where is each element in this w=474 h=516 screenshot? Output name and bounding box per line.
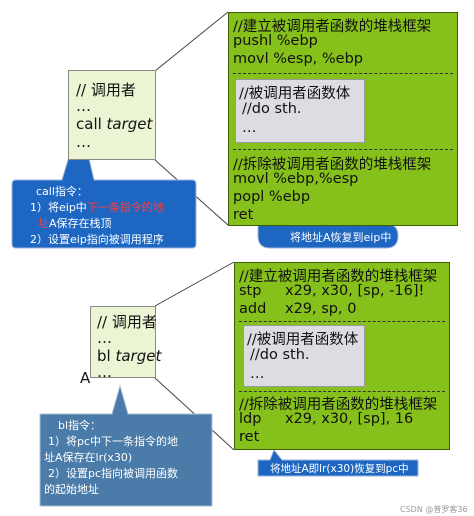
setup-line-stp: stp x29, x30, [sp, -16]! — [239, 283, 424, 299]
bl-target: target — [115, 347, 162, 365]
args: x29, x30, [sp, -16]! — [285, 283, 425, 299]
setup-comment: //建立被调用者函数的堆栈框架 — [233, 19, 432, 35]
ret-note-2: 将地址A即lr(x30)恢复到pc中 — [270, 463, 409, 475]
setup-line-add: add x29, sp, 0 — [239, 301, 356, 317]
caller-box-x86: // 调用者 … call target … — [68, 70, 156, 160]
body-line-do: //do sth. — [250, 347, 310, 363]
teardown-comment: //拆除被调用者函数的堆栈框架 — [239, 397, 438, 413]
op: stp — [239, 283, 262, 299]
callee-box-x86: //建立被调用者函数的堆栈框架 pushl %ebp movl %esp, %e… — [228, 12, 458, 226]
separator — [239, 321, 445, 322]
teardown-line-ret: ret — [239, 429, 260, 445]
callout-item1-prefix: 1）将eip中 — [30, 201, 87, 214]
op: add — [239, 301, 267, 317]
ret-note-shape-2 — [257, 449, 419, 477]
call-mnemonic: call — [76, 115, 107, 133]
teardown-comment: //拆除被调用者函数的堆栈框架 — [233, 157, 432, 173]
call-instruction-callout-shape — [11, 118, 197, 249]
separator — [233, 73, 453, 74]
body-line-ellipsis: … — [250, 366, 265, 382]
setup-line-mov: movl %esp, %ebp — [233, 51, 363, 67]
body-line-ellipsis: … — [242, 120, 257, 136]
callee-body-box: //被调用者函数体 //do sth. … — [235, 79, 365, 143]
callout-item1-line2-highlight: 址 — [38, 217, 49, 230]
teardown-line-pop: popl %ebp — [233, 189, 311, 205]
bl-mnemonic: bl — [97, 347, 116, 365]
teardown-line-ldp: ldp x29, x30, [sp], 16 — [239, 411, 413, 427]
callout-title: call指令： — [36, 185, 88, 198]
callout-title: bl指令： — [58, 419, 102, 432]
caller-ellipsis-top: … — [97, 329, 112, 347]
separator — [233, 149, 453, 150]
teardown-line-mov: movl %ebp,%esp — [233, 171, 359, 187]
zoom-line-top-2 — [154, 261, 235, 307]
ret-note-1: 将地址A恢复到eip中 — [290, 231, 392, 244]
call-target: target — [106, 115, 153, 133]
args: x29, x30, [sp], 16 — [285, 411, 414, 427]
callout-item2-line2: 的起始地址 — [44, 483, 99, 496]
callout-item1-line2: 址A保存在lr(x30) — [44, 451, 133, 464]
caller-call-line: call target — [76, 115, 152, 133]
caller-comment: // 调用者 — [76, 81, 136, 99]
zoom-line-top-1 — [154, 11, 229, 72]
callout-item1-line2-rest: A保存在栈顶 — [49, 217, 112, 230]
setup-line-push: pushl %ebp — [233, 33, 318, 49]
args: x29, sp, 0 — [285, 301, 357, 317]
body-comment: //被调用者函数体 — [239, 86, 351, 102]
callout-item2-line1: 2）设置pc指向被调用函数 — [48, 467, 179, 480]
caller-ellipsis-top: … — [76, 97, 91, 115]
teardown-line-ret: ret — [233, 207, 254, 223]
separator — [239, 391, 445, 392]
bl-instruction-callout-shape — [39, 384, 213, 507]
caller-ellipsis-bottom: … — [97, 363, 112, 381]
body-line-do: //do sth. — [242, 101, 302, 117]
caller-comment: // 调用者 — [97, 313, 157, 331]
return-address-label: A — [80, 369, 91, 387]
callee-body-box: //被调用者函数体 //do sth. … — [243, 325, 365, 387]
watermark: CSDN @普罗客36 — [400, 505, 468, 514]
callout-item1: 1）将eip中下一条指令的地 — [30, 200, 164, 216]
callout-item1-highlight: 下一条指令的地 — [86, 201, 164, 214]
callout-item1-line1: 1）将pc中下一条指令的地 — [48, 435, 179, 448]
setup-comment: //建立被调用者函数的堆栈框架 — [239, 269, 438, 285]
callout-item2: 2）设置eip指向被调用程序 — [30, 233, 164, 246]
callout-item1-continued: 址A保存在栈顶 — [38, 216, 164, 232]
body-comment: //被调用者函数体 — [247, 332, 359, 348]
caller-ellipsis-bottom: … — [76, 133, 91, 151]
caller-bl-line: bl target — [97, 347, 161, 365]
caller-box-arm64: // 调用者 … bl target … — [90, 306, 161, 381]
bl-instruction-callout: bl指令： 1）将pc中下一条指令的地 址A保存在lr(x30) 2）设置pc指… — [44, 418, 179, 498]
op: ldp — [239, 411, 262, 427]
call-instruction-callout: call指令： 1）将eip中下一条指令的地 址A保存在栈顶 2）设置eip指向… — [30, 184, 164, 248]
